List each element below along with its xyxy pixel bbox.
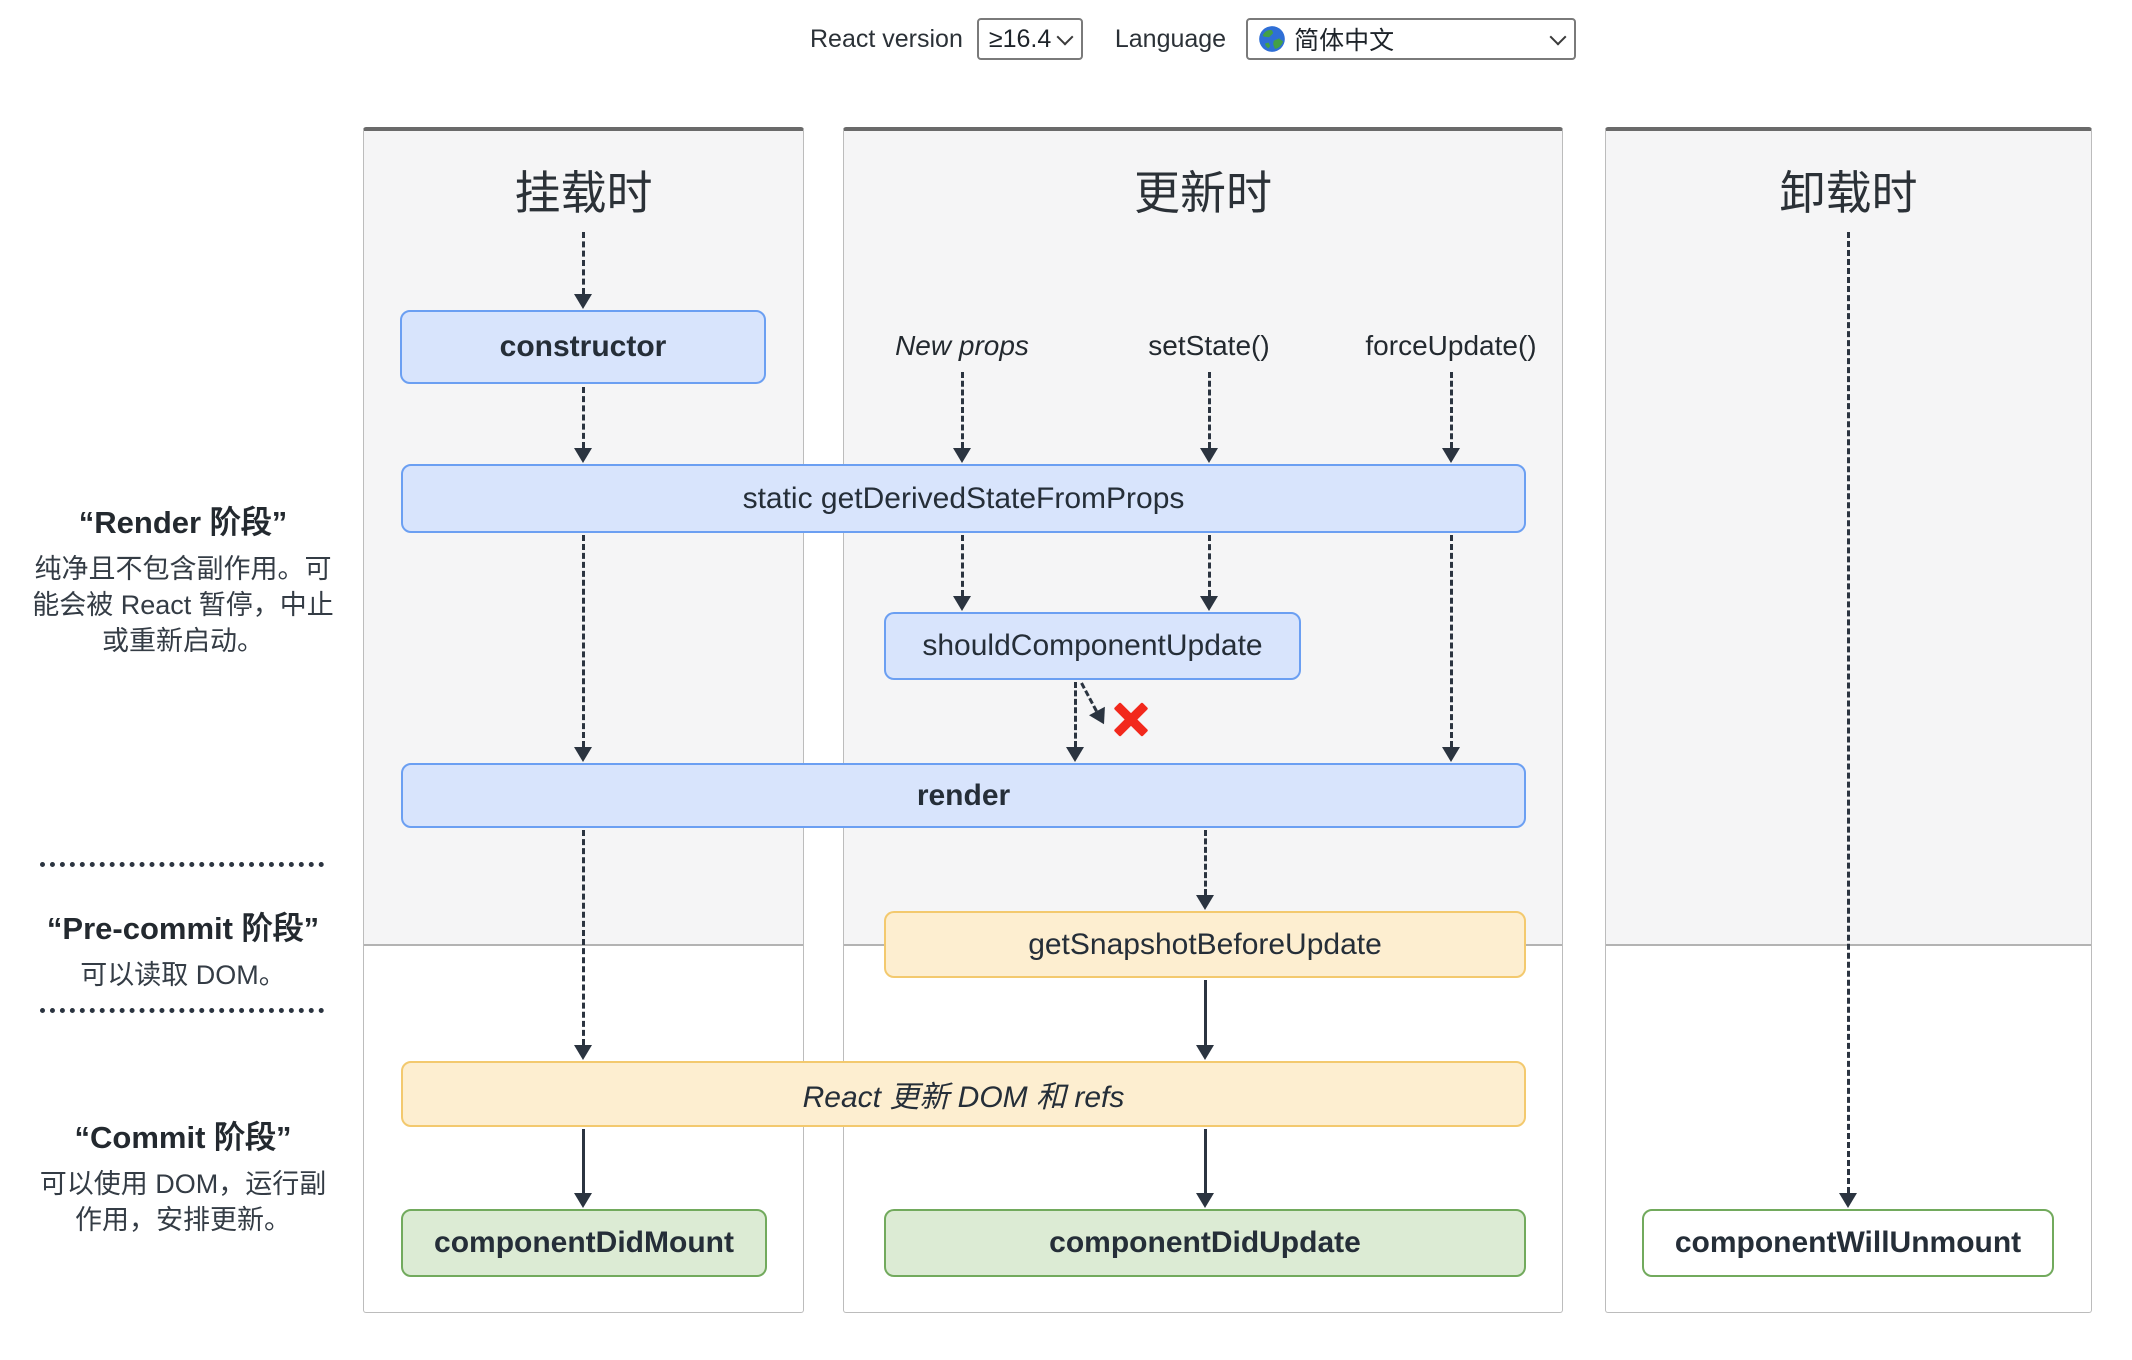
react-version-value: ≥16.4 <box>988 24 1052 53</box>
arrowhead-icon <box>1442 448 1460 463</box>
arrowhead-icon <box>1196 895 1214 910</box>
flow-arrow <box>953 372 971 463</box>
chevron-down-icon <box>1549 28 1567 45</box>
flow-arrow <box>1839 232 1857 1208</box>
column-title-mounting: 挂载时 <box>514 167 653 219</box>
phase-commit-desc: 可以使用 DOM，运行副作用，安排更新。 <box>39 1169 327 1235</box>
flow-arrow <box>574 830 592 1060</box>
column-title-unmounting: 卸载时 <box>1779 167 1918 219</box>
flow-arrow <box>1196 1129 1214 1208</box>
flow-arrow <box>1200 535 1218 611</box>
settings-bar: React version ≥16.4 Language 简体中文 <box>810 18 1577 60</box>
flow-arrow <box>1442 535 1460 762</box>
arrowhead-icon <box>574 1193 592 1208</box>
arrowhead-icon <box>574 448 592 463</box>
react-version-select[interactable]: ≥16.4 <box>976 18 1083 60</box>
flow-arrow <box>574 387 592 463</box>
phase-commit-title: “Commit 阶段” <box>74 1120 292 1155</box>
phase-precommit-title: “Pre-commit 阶段” <box>46 911 320 946</box>
arrowhead-icon <box>574 294 592 309</box>
flow-arrow <box>953 535 971 611</box>
flow-arrow <box>1066 682 1084 762</box>
arrowhead-icon <box>1196 1193 1214 1208</box>
arrowhead-icon <box>1839 1193 1857 1208</box>
phase-render-title: “Render 阶段” <box>78 505 288 540</box>
node-component-did-update[interactable]: componentDidUpdate <box>884 1209 1526 1277</box>
node-get-snapshot[interactable]: getSnapshotBeforeUpdate <box>884 911 1526 978</box>
arrowhead-icon <box>953 448 971 463</box>
language-label: Language <box>1114 24 1227 53</box>
arrowhead-icon <box>1196 1045 1214 1060</box>
arrowhead-icon <box>1200 448 1218 463</box>
arrowhead-icon <box>1442 747 1460 762</box>
phase-render: “Render 阶段” 纯净且不包含副作用。可能会被 React 暂停，中止或重… <box>28 497 338 660</box>
node-should-component-update[interactable]: shouldComponentUpdate <box>884 612 1301 680</box>
arrowhead-icon <box>953 596 971 611</box>
flow-arrow <box>574 232 592 309</box>
language-value: 简体中文 <box>1294 27 1395 55</box>
node-get-derived-state[interactable]: static getDerivedStateFromProps <box>401 464 1526 533</box>
column-title-updating: 更新时 <box>1134 167 1272 219</box>
globe-icon <box>1259 26 1285 52</box>
flow-arrow <box>574 1129 592 1208</box>
phase-render-desc: 纯净且不包含副作用。可能会被 React 暂停，中止或重新启动。 <box>32 554 334 656</box>
arrowhead-icon <box>574 747 592 762</box>
trigger-new-props: New props <box>895 330 1029 361</box>
phase-divider <box>40 1008 324 1013</box>
flow-arrow <box>1196 980 1214 1060</box>
phase-precommit: “Pre-commit 阶段” 可以读取 DOM。 <box>28 903 338 994</box>
trigger-set-state: setState() <box>1148 330 1270 361</box>
arrowhead-icon <box>574 1045 592 1060</box>
trigger-force-update: forceUpdate() <box>1365 330 1537 361</box>
chevron-down-icon <box>1056 28 1074 45</box>
arrowhead-icon <box>1066 747 1084 762</box>
react-version-label: React version <box>810 24 963 53</box>
node-render[interactable]: render <box>401 763 1526 828</box>
node-constructor[interactable]: constructor <box>400 310 766 384</box>
stop-x-icon <box>1112 700 1150 738</box>
node-react-updates-dom: React 更新 DOM 和 refs <box>401 1061 1526 1127</box>
flow-arrow <box>1442 372 1460 463</box>
phase-precommit-desc: 可以读取 DOM。 <box>80 960 286 990</box>
flow-arrow <box>1196 830 1214 910</box>
node-component-did-mount[interactable]: componentDidMount <box>401 1209 767 1277</box>
flow-arrow <box>574 535 592 762</box>
flow-arrow <box>1200 372 1218 463</box>
phase-divider <box>40 862 324 867</box>
node-component-will-unmount[interactable]: componentWillUnmount <box>1642 1209 2054 1277</box>
arrowhead-icon <box>1200 596 1218 611</box>
language-select[interactable]: 简体中文 <box>1246 18 1577 60</box>
phase-commit: “Commit 阶段” 可以使用 DOM，运行副作用，安排更新。 <box>28 1112 338 1239</box>
